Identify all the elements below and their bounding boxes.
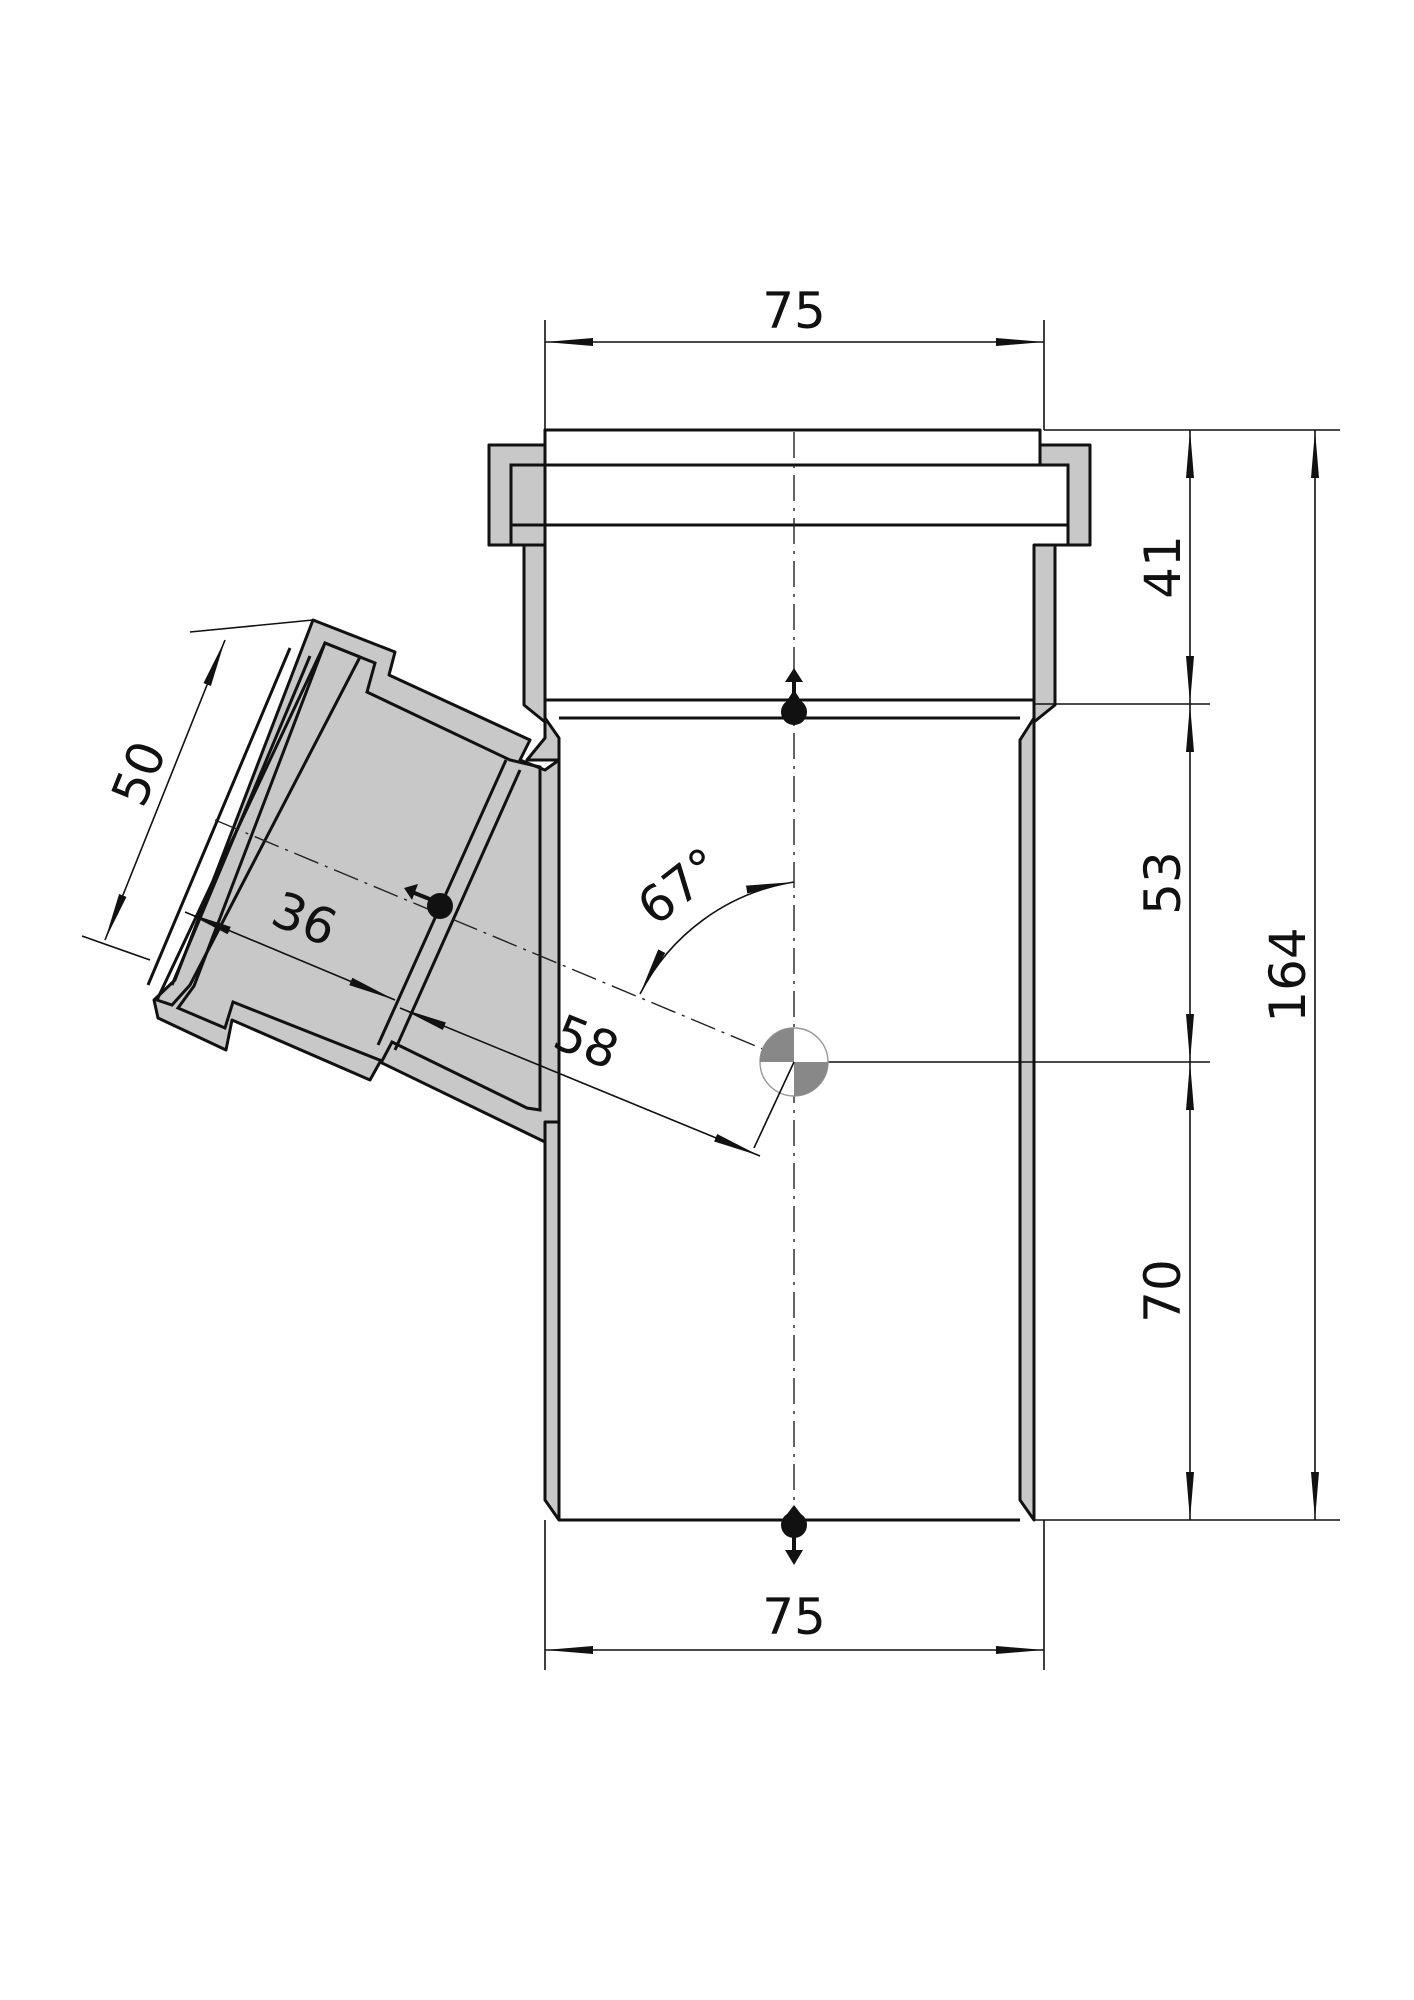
dim-socket-depth: 41 — [1134, 535, 1192, 599]
dim-lower-length: 70 — [1134, 1259, 1192, 1323]
center-lines — [214, 432, 1210, 1520]
center-point-quadrant-2 — [794, 1062, 828, 1096]
flow-marker-top — [781, 668, 807, 725]
socket-gasket-ring — [509, 463, 1070, 527]
flow-marker-branch — [404, 884, 453, 919]
pipe-body — [146, 428, 1092, 1522]
top-socket-hub-right — [1032, 428, 1092, 724]
flow-marker-bottom — [781, 1505, 807, 1565]
dim-total-length: 164 — [1259, 927, 1317, 1022]
dim-branch-diameter: 50 — [100, 733, 178, 814]
dim-top-width: 75 — [762, 282, 826, 340]
dim-upper-length: 53 — [1134, 851, 1192, 915]
dim-bottom-width: 75 — [762, 1588, 826, 1646]
main-pipe-left-wall-lower — [543, 1120, 561, 1522]
dim-line-branch-diameter — [104, 639, 226, 941]
main-pipe-right-wall — [1018, 716, 1036, 1522]
branch-seat-line-2 — [393, 769, 522, 1051]
center-point-quadrant-1 — [760, 1028, 794, 1062]
dim-arc-branch-angle — [639, 881, 795, 995]
dim-branch-angle: 67° — [627, 836, 733, 936]
flow-markers — [404, 668, 807, 1565]
dim-line-branch-socket — [184, 911, 396, 1001]
dim-line-branch-length — [399, 1007, 761, 1157]
